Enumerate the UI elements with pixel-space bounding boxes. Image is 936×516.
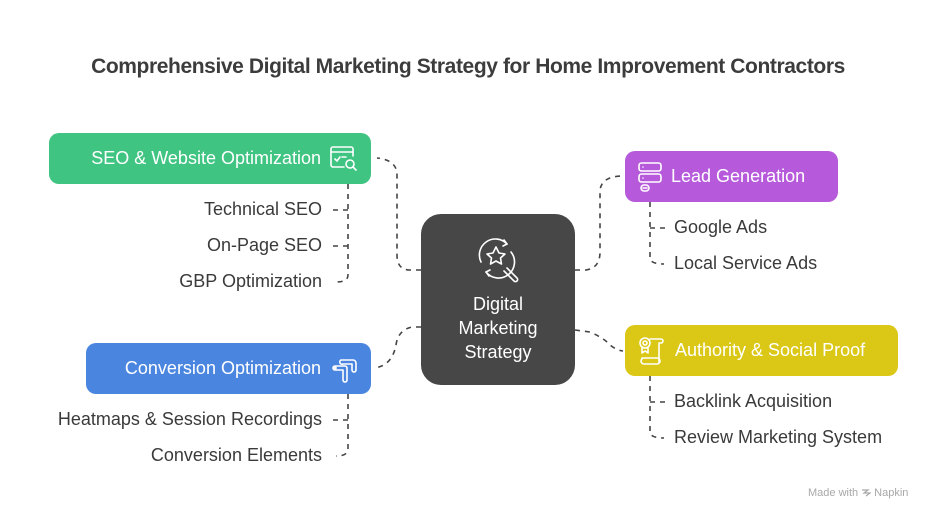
connector-center-lead [575,175,624,271]
website-search-icon [330,145,357,171]
made-with-text: Made with [808,487,859,499]
branch-seo-website-optimization[interactable]: SEO & Website Optimization [49,133,371,184]
branch-label: Lead Generation [671,166,806,186]
hand-pointer-icon [332,358,357,383]
connector-authority-children [649,376,665,439]
star-search-refresh-icon [478,238,519,283]
branch-label: Conversion Optimization [124,358,321,378]
central-label-line: Digital [472,294,524,314]
lead-child-item: Local Service Ads [674,253,818,273]
connector-center-seo [376,157,421,271]
branch-lead-generation[interactable]: Lead Generation [625,151,838,202]
seo-child-item: On-Page SEO [206,235,322,255]
branch-authority-social-proof[interactable]: Authority & Social Proof [625,325,898,376]
lead-child-item: Google Ads [674,217,768,237]
server-stack-icon [638,161,662,192]
napkin-brand-text: Napkin [874,487,909,499]
certificate-scroll-icon [639,336,664,365]
connector-seo-children [335,184,349,283]
branch-label: Authority & Social Proof [675,340,866,360]
central-node-digital-marketing-strategy[interactable]: Digital Marketing Strategy [421,214,575,385]
connector-conversion-children [335,394,349,457]
connector-center-conversion [373,326,421,369]
branch-conversion-optimization[interactable]: Conversion Optimization [86,343,371,394]
napkin-logo-icon [862,489,872,497]
connector-lead-children [649,202,665,265]
conversion-child-item: Heatmaps & Session Recordings [57,409,322,429]
seo-child-item: GBP Optimization [179,271,322,291]
napkin-watermark: Made with Napkin [808,487,908,499]
authority-child-item: Backlink Acquisition [674,391,833,411]
central-label-line: Strategy [464,342,532,362]
connector-center-authority [574,329,624,352]
conversion-child-item: Conversion Elements [150,445,322,465]
authority-child-item: Review Marketing System [674,427,883,447]
central-node-label: Digital Marketing Strategy [421,292,575,364]
central-label-line: Marketing [458,318,538,338]
diagram-title: Comprehensive Digital Marketing Strategy… [91,55,845,78]
seo-child-item: Technical SEO [203,199,322,219]
branch-label: SEO & Website Optimization [91,148,321,168]
